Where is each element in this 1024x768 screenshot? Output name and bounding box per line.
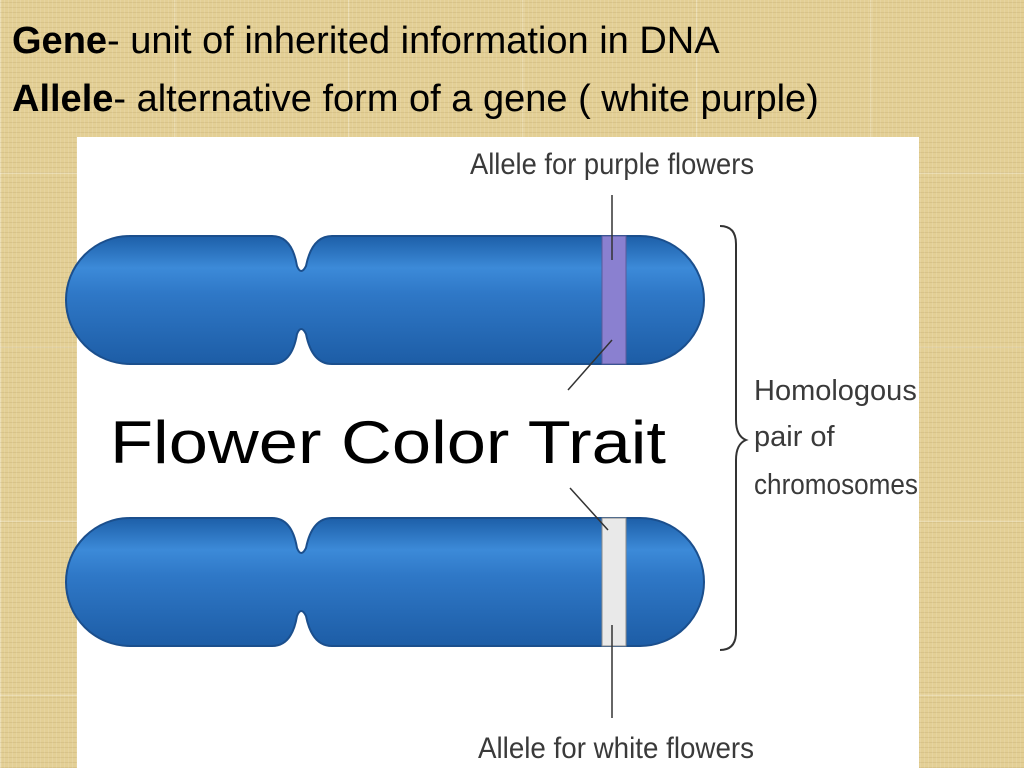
bottom-chromosome <box>65 517 705 647</box>
white-allele-label: Allele for white flowers <box>478 732 754 765</box>
slide-heading: Gene- unit of inherited information in D… <box>12 12 892 128</box>
allele-definition: Allele- alternative form of a gene ( whi… <box>12 70 892 128</box>
flower-color-trait-title: Flower Color Trait <box>110 409 666 476</box>
homologous-pair-bracket <box>719 225 749 651</box>
bracket-label-line2: pair of <box>754 421 836 453</box>
purple-allele-label: Allele for purple flowers <box>470 148 754 181</box>
white-allele-band <box>601 517 627 647</box>
white-allele-pointer-upper <box>569 487 609 531</box>
gene-term: Gene <box>12 20 108 62</box>
gene-definition-text: - unit of inherited information in DNA <box>107 20 720 62</box>
gene-definition: Gene- unit of inherited information in D… <box>12 12 892 70</box>
allele-term: Allele <box>12 78 114 120</box>
bracket-label-line1: Homologous <box>754 375 917 407</box>
purple-allele-pointer-lower <box>567 339 613 391</box>
allele-definition-text: - alternative form of a gene ( white pur… <box>113 78 819 120</box>
bracket-label-line3: chromosomes <box>754 469 918 501</box>
top-chromosome <box>65 235 705 365</box>
purple-allele-band <box>601 235 627 365</box>
